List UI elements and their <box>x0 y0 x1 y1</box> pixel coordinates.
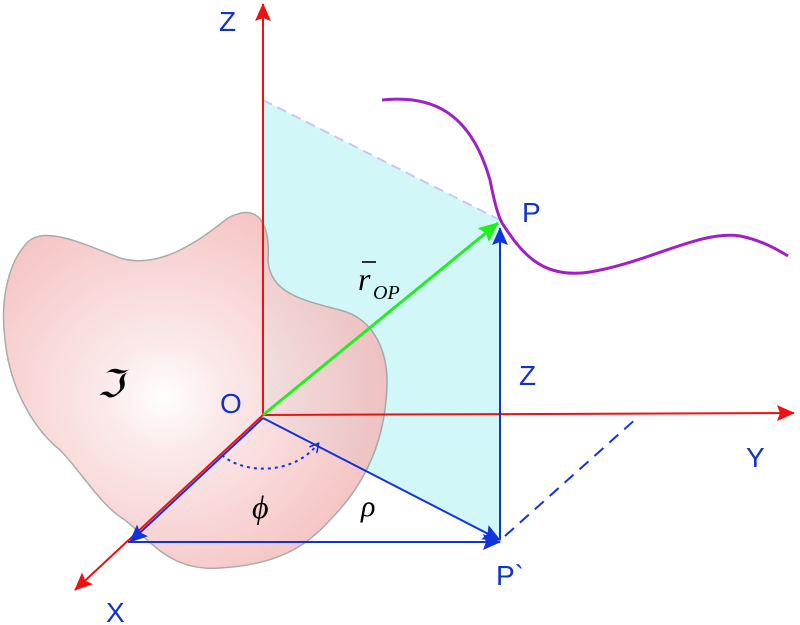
plane-top-edge <box>262 99 501 221</box>
line-x-foot-to-origin <box>129 417 264 543</box>
axis-x-label: X <box>106 597 125 625</box>
origin-label: O <box>220 388 242 419</box>
rho-line <box>262 417 501 541</box>
angle-phi-label: ϕ <box>252 489 269 525</box>
point-p-label: P <box>522 197 541 228</box>
vector-r-label: r <box>358 261 371 297</box>
phi-angle-arc <box>221 444 318 470</box>
p-prime-to-y-dashed <box>504 416 639 537</box>
height-z-label: Z <box>519 360 536 391</box>
curve <box>381 97 789 275</box>
x-axis <box>74 414 264 591</box>
axis-z-label: Z <box>219 6 236 37</box>
vector-r-subscript: OP <box>373 282 400 304</box>
axis-y-label: Y <box>746 442 765 473</box>
radius-rho-label: ρ <box>360 490 375 523</box>
position-vector-r <box>262 221 499 417</box>
y-axis <box>262 405 795 422</box>
point-p-prime-label: P` <box>496 560 524 591</box>
region-shape <box>2 211 388 569</box>
